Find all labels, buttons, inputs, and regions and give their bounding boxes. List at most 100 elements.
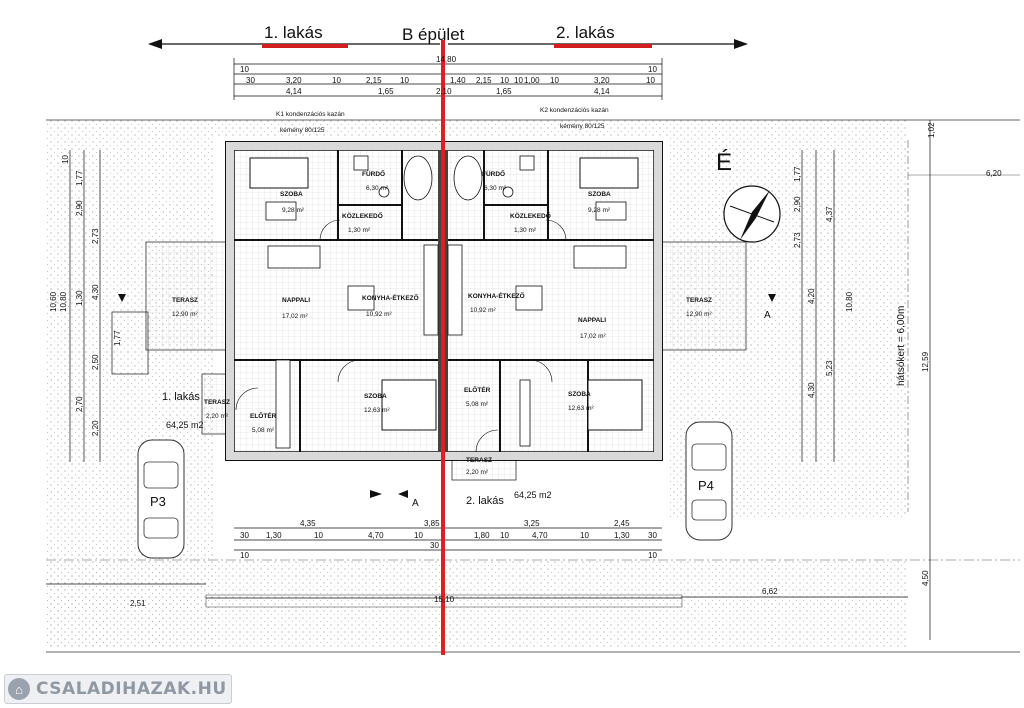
watermark-logo: ⌂ CSALADIHAZAK.HU [4, 674, 232, 704]
dim-left-6: 1,77 [113, 330, 122, 346]
dim-top-r3-11: 3,20 [594, 76, 610, 85]
dim-bot-r2-3: 4,70 [368, 531, 384, 540]
house-icon: ⌂ [8, 678, 30, 700]
room-left-furdo-name: FÜRDŐ [362, 169, 385, 178]
dim-left-3: 2,73 [91, 228, 100, 244]
room-left-terasz2-area: 2,20 m² [206, 413, 229, 420]
building-title: B épület [402, 25, 465, 44]
dim-right-3: 4,37 [825, 206, 834, 222]
room-right-nappali-name: NAPPALI [578, 317, 606, 324]
ramp-left [111, 311, 149, 375]
dim-top-r3-12: 10 [646, 76, 655, 85]
sofa-2 [573, 245, 627, 269]
dim-top-r3-10: 10 [550, 76, 559, 85]
dim-top-r4-3: 1,65 [496, 87, 512, 96]
room-right-nappali-area: 17,02 m² [580, 333, 606, 340]
flat2-title: 2. lakás [556, 23, 615, 42]
room-right-szoba2-name: SZOBA [568, 391, 591, 398]
room-right-furdo-area: 6,30 m² [484, 185, 507, 192]
dim-top-r3-5: 1,40 [450, 76, 466, 85]
dim-bot-left-off: 2,51 [130, 599, 146, 608]
k2-label: K2 kondenzációs kazán [540, 107, 609, 114]
flat2-underline [554, 44, 652, 48]
dim-bot-r2-5: 30 [430, 541, 439, 550]
bed-4 [587, 379, 643, 431]
dim-top-r4-0: 4,14 [286, 87, 302, 96]
dim-bot-r2-10: 1,30 [614, 531, 630, 540]
dim-right-2: 2,73 [793, 232, 802, 248]
k2-flue: kémény 80/125 [560, 123, 605, 130]
dim-top-r3-0: 30 [246, 76, 255, 85]
dim-top-r2-1: 10 [648, 65, 657, 74]
dim-top-r3-6: 10 [500, 76, 509, 85]
room-right-kozl-area: 1,30 m² [514, 227, 537, 234]
section-a-bottom: A [412, 498, 419, 509]
dim-left-2: 2,90 [75, 200, 84, 216]
room-left-eloter-name: ELŐTÉR [250, 411, 277, 420]
room-left-konyha-name: KONYHA-ÉTKEZŐ [362, 293, 419, 302]
dim-bot-r3-0: 10 [240, 551, 249, 560]
dim-right-10: 6,20 [986, 169, 1002, 178]
dim-right-4: 4,20 [807, 288, 816, 304]
back-garden-label: hátsókert = 6,00m [896, 306, 907, 386]
dim-top-r3-3: 2,15 [366, 76, 382, 85]
dim-right-11: 1,02 [927, 122, 936, 138]
room-right-konyha-name: KONYHA-ÉTKEZŐ [468, 291, 525, 300]
room-right-konyha-area: 10,92 m² [470, 307, 496, 314]
section-a-right: A [764, 310, 771, 321]
room-left-nappali-area: 17,02 m² [282, 313, 308, 320]
dim-top-r3-1: 3,20 [286, 76, 302, 85]
room-right-terasz2-name: TERASZ [466, 457, 492, 464]
dim-left-4: 4,30 [91, 284, 100, 300]
dim-left-9: 2,20 [91, 420, 100, 436]
dim-left-1: 1,77 [75, 170, 84, 186]
parking-p4: P4 [698, 478, 714, 493]
dim-bot-r2-7: 10 [500, 531, 509, 540]
sofa-1 [267, 245, 321, 269]
dim-left-10: 10,80 [59, 291, 68, 312]
dim-top-r3-4: 10 [400, 76, 409, 85]
room-right-terasz-name: TERASZ [686, 297, 712, 304]
dim-right-6: 5,23 [825, 360, 834, 376]
terrace-right [655, 241, 747, 351]
dim-top-r4-1: 1,65 [378, 87, 394, 96]
room-left-terasz2-name: TERASZ [204, 399, 230, 406]
room-left-kozl-name: KÖZLEKEDŐ [342, 211, 383, 220]
dim-bot-r2-8: 4,70 [532, 531, 548, 540]
unit-label-flat2: 2. lakás [466, 495, 504, 507]
room-left-eloter-area: 5,08 m² [252, 427, 275, 434]
dim-top-r3-9: 1,00 [524, 76, 540, 85]
dim-top-r2-0: 10 [240, 65, 249, 74]
room-left-furdo-area: 6,30 m² [366, 185, 389, 192]
dim-left-0: 10 [61, 155, 70, 164]
site-hatch-bottom [46, 560, 908, 648]
north-arrow [723, 185, 781, 243]
room-left-terasz-name: TERASZ [172, 297, 198, 304]
dim-left-5: 1,30 [75, 290, 84, 306]
dim-left-11: 10,60 [49, 291, 58, 312]
dim-total-top: 14,80 [436, 55, 457, 64]
dim-bot-total: 15,10 [434, 595, 455, 604]
terrace-left [145, 241, 237, 351]
unit-area-flat2: 64,25 m2 [514, 490, 552, 500]
room-right-szoba-name: SZOBA [588, 191, 611, 198]
dim-bot-r3-1: 10 [648, 551, 657, 560]
k1-flue: kémény 80/125 [280, 127, 325, 134]
room-left-terasz-area: 12,90 m² [172, 311, 198, 318]
dim-left-8: 2,70 [75, 396, 84, 412]
room-right-eloter-name: ELŐTÉR [464, 385, 491, 394]
car-p4 [685, 421, 733, 541]
dim-bot-r2-0: 30 [240, 531, 249, 540]
dim-right-5: 4,30 [807, 382, 816, 398]
room-left-szoba-name: SZOBA [280, 191, 303, 198]
room-right-szoba-area: 9,28 m² [588, 207, 611, 214]
bed-1 [249, 157, 309, 189]
bed-3 [381, 379, 437, 431]
dim-bot-r2-1: 1,30 [266, 531, 282, 540]
dim-bot-r1-2: 3,25 [524, 519, 540, 528]
dim-right-7: 10,80 [845, 291, 854, 312]
north-label: É [716, 149, 732, 176]
dim-left-7: 2,50 [91, 354, 100, 370]
dim-top-r4-4: 4,14 [594, 87, 610, 96]
